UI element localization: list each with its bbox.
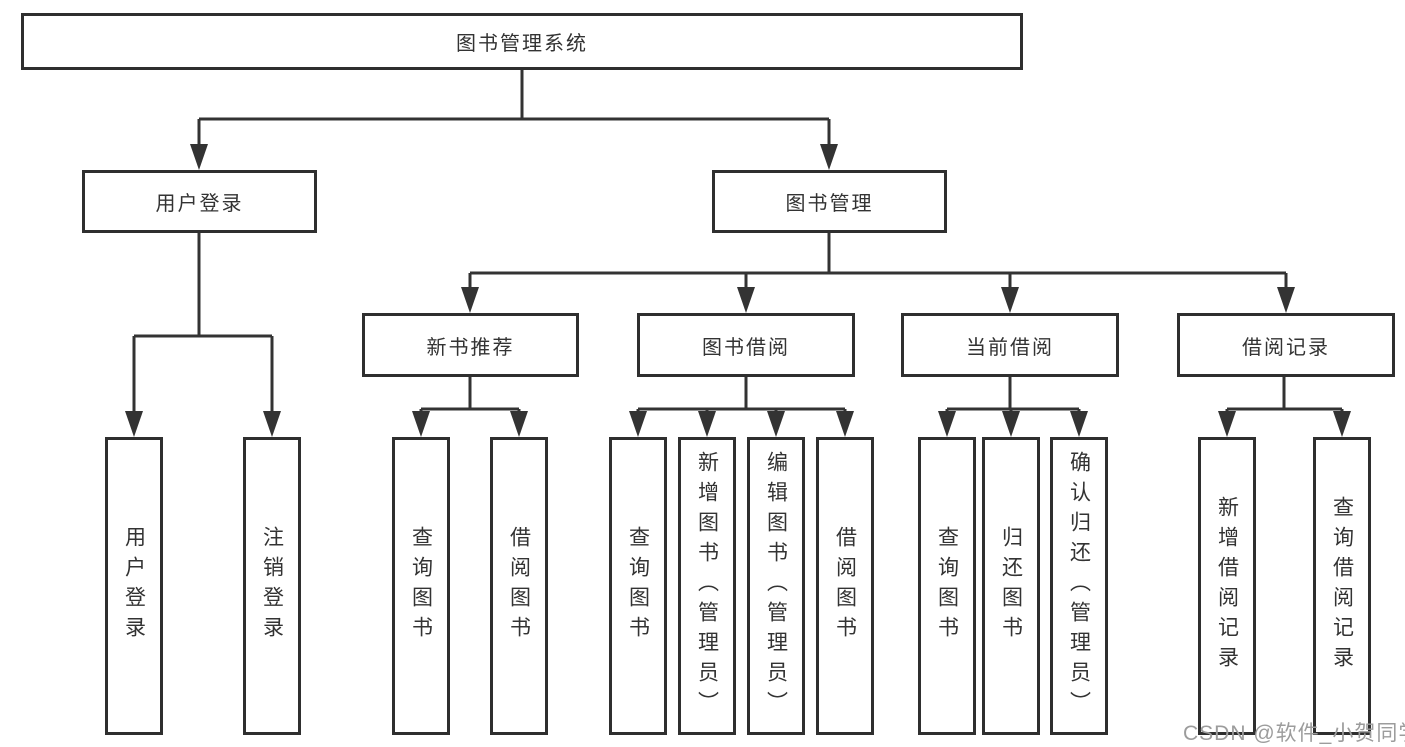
watermark: CSDN @软件_小贺同学: [1183, 722, 1405, 745]
leaf-label: 注销登录: [260, 526, 284, 646]
leaf-return-book: 归还图书: [982, 437, 1040, 735]
node-book-borrow: 图书借阅: [637, 313, 855, 377]
leaf-label: 归还图书: [999, 526, 1023, 646]
node-user-login: 用户登录: [82, 170, 317, 233]
node-library-management-system: 图书管理系统: [21, 13, 1023, 70]
node-new-book-recommend: 新书推荐: [362, 313, 579, 377]
leaf-add-borrow-record: 新增借阅记录: [1198, 437, 1256, 735]
node-book-management: 图书管理: [712, 170, 947, 233]
leaf-query-books-2: 查询图书: [609, 437, 667, 735]
leaf-label: 查询图书: [935, 526, 959, 646]
leaf-logout: 注销登录: [243, 437, 301, 735]
node-label: 图书借阅: [702, 336, 790, 359]
leaf-label: 确认归还（管理员）: [1067, 451, 1091, 721]
node-label: 图书管理系统: [456, 33, 588, 55]
node-current-borrow: 当前借阅: [901, 313, 1119, 377]
leaf-label: 用户登录: [122, 526, 146, 646]
node-borrow-records: 借阅记录: [1177, 313, 1395, 377]
leaf-label: 编辑图书（管理员）: [764, 451, 788, 721]
leaf-label: 新增借阅记录: [1215, 496, 1239, 676]
leaf-label: 借阅图书: [507, 526, 531, 646]
leaf-query-books-3: 查询图书: [918, 437, 976, 735]
node-label: 图书管理: [785, 193, 874, 215]
leaf-query-books-1: 查询图书: [392, 437, 450, 735]
leaf-confirm-return-admin: 确认归还（管理员）: [1050, 437, 1108, 735]
leaf-add-book-admin: 新增图书（管理员）: [678, 437, 736, 735]
node-label: 借阅记录: [1242, 336, 1330, 359]
leaf-edit-book-admin: 编辑图书（管理员）: [747, 437, 805, 735]
node-label: 当前借阅: [966, 336, 1054, 359]
node-label: 用户登录: [155, 193, 244, 215]
arrowheads: [125, 144, 1351, 437]
leaf-user-login: 用户登录: [105, 437, 163, 735]
node-label: 新书推荐: [426, 336, 515, 359]
leaf-borrow-books-2: 借阅图书: [816, 437, 874, 735]
leaf-query-borrow-record: 查询借阅记录: [1313, 437, 1371, 735]
leaf-borrow-books-1: 借阅图书: [490, 437, 548, 735]
leaf-label: 新增图书（管理员）: [695, 451, 719, 721]
leaf-label: 查询图书: [409, 526, 433, 646]
leaf-label: 借阅图书: [833, 526, 857, 646]
leaf-label: 查询借阅记录: [1330, 496, 1354, 676]
leaf-label: 查询图书: [626, 526, 650, 646]
